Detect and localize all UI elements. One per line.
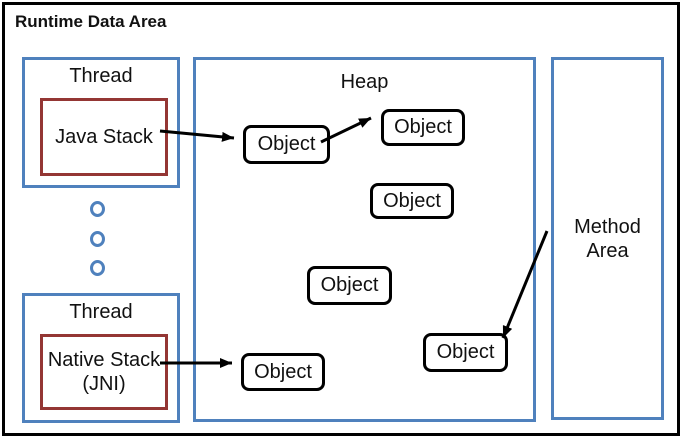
- heap-label: Heap: [340, 71, 389, 93]
- java-stack-label: Java Stack: [55, 126, 153, 148]
- method-area-box: Method Area: [551, 57, 664, 420]
- thread-bottom-label: Thread: [69, 301, 133, 323]
- diagram-title: Runtime Data Area: [15, 12, 167, 31]
- thread-ellipsis-dot: [90, 201, 105, 217]
- java-stack-box: Java Stack: [40, 98, 168, 176]
- heap-object: Object: [370, 183, 454, 219]
- heap-object: Object: [243, 125, 330, 164]
- thread-ellipsis-dot: [90, 260, 105, 276]
- heap-box: Heap Object Object Object Object Object …: [193, 57, 536, 422]
- native-stack-label-line2: (JNI): [82, 373, 126, 395]
- native-stack-box: Native Stack (JNI): [40, 334, 168, 410]
- method-area-label-line2: Area: [586, 239, 629, 262]
- method-area-label-line1: Method: [574, 215, 641, 238]
- thread-box-bottom: Thread Native Stack (JNI): [22, 293, 180, 423]
- thread-top-label: Thread: [69, 65, 133, 87]
- heap-object: Object: [381, 109, 465, 146]
- native-stack-label-line1: Native Stack: [47, 349, 161, 371]
- heap-object: Object: [423, 333, 508, 372]
- thread-ellipsis-dot: [90, 231, 105, 247]
- heap-object: Object: [307, 266, 392, 305]
- heap-object: Object: [241, 353, 325, 391]
- thread-box-top: Thread Java Stack: [22, 57, 180, 188]
- runtime-data-area-box: Runtime Data Area Thread Java Stack Thre…: [2, 2, 680, 436]
